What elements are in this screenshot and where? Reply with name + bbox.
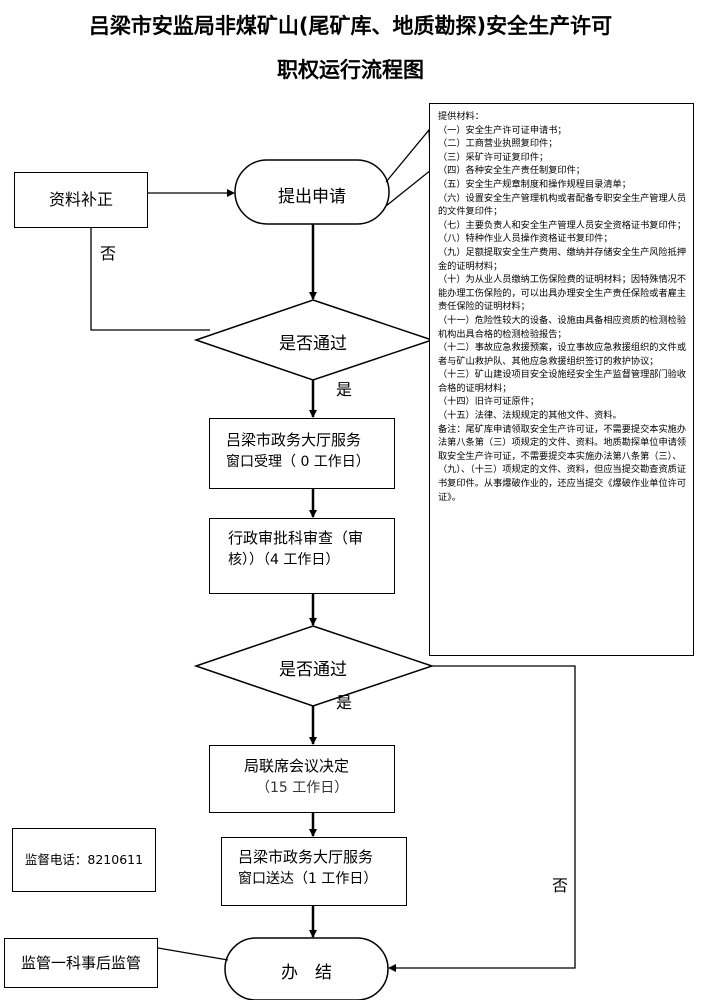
window-deliver-line1: 吕梁市政务大厅服务 — [238, 848, 374, 866]
window-deliver-line2: 窗口送达（1 工作日） — [238, 871, 378, 887]
no-label-2: 否 — [551, 876, 568, 895]
supervise-box: 监管一科事后监管 — [4, 938, 158, 988]
check1-label: 是否通过 — [279, 334, 347, 354]
review-line1: 行政审批科审查（审 — [228, 529, 364, 547]
materials-item: （十三）矿山建设项目安全设施经安全生产监督管理部门验收合格的证明材料； — [438, 369, 687, 394]
edge-check2-no — [388, 665, 576, 972]
meeting-box: 局联席会议决定 （15 工作日） — [209, 745, 395, 813]
materials-item: （十）为从业人员缴纳工伤保险费的证明材料；因特殊情况不能办理工伤保险的，可以出具… — [438, 274, 687, 313]
materials-panel: 提供材料： （一）安全生产许可证申请书； （二）工商营业执照复印件； （三）采矿… — [429, 103, 694, 656]
materials-item: （三）采矿许可证复印件； — [438, 151, 549, 163]
meeting-line2: （15 工作日） — [256, 780, 349, 796]
window-accept-line1: 吕梁市政务大厅服务 — [226, 431, 362, 449]
materials-item: （八）特种作业人员操作资格证书复印件； — [438, 233, 613, 245]
no-label-1: 否 — [99, 244, 116, 263]
supplement-box: 资料补正 — [14, 172, 148, 228]
edge-finish-supervise — [157, 947, 229, 961]
review-line2: 核））（4 工作日） — [228, 552, 340, 568]
materials-item: （二）工商营业执照复印件； — [438, 138, 558, 150]
review-box: 行政审批科审查（审 核））（4 工作日） — [209, 518, 395, 594]
materials-item: （四）各种安全生产责任制复印件； — [438, 165, 585, 177]
phone-label: 监督电话：8210611 — [24, 852, 144, 867]
materials-item: （六）设置安全生产管理机构或者配备专职安全生产管理人员的文件复印件； — [438, 192, 687, 218]
materials-item: 提供材料： — [438, 111, 484, 122]
window-accept-line2: 窗口受理（ 0 工作日） — [226, 454, 370, 470]
materials-item: （九）足额提取安全生产费用、缴纳并存储安全生产风险抵押金的证明材料； — [438, 246, 687, 272]
materials-callout — [385, 128, 432, 207]
materials-item: （十二）事故应急救援预案，设立事故应急救援组织的文件或者与矿山救护队、其他应急救… — [438, 342, 687, 367]
edge-check1-no — [90, 228, 210, 331]
meeting-line1: 局联席会议决定 — [244, 757, 350, 775]
finish-label: 办 结 — [281, 963, 332, 983]
supplement-label: 资料补正 — [48, 190, 113, 209]
materials-item: （十一）危险性较大的设备、设施由具备相应资质的检测检验机构出具合格的检测检验报告… — [438, 314, 687, 340]
materials-item: （七）主要负责人和安全生产管理人员安全资格证书复印件； — [438, 219, 687, 231]
materials-item: （五）安全生产规章制度和操作规程目录清单； — [438, 178, 631, 190]
check2-label: 是否通过 — [279, 660, 347, 680]
title-line-1: 吕梁市安监局非煤矿山(尾矿库、地质勘探)安全生产许可 — [88, 14, 613, 38]
phone-box: 监督电话：8210611 — [12, 828, 156, 892]
yes-label-2: 是 — [335, 693, 352, 712]
supervise-label: 监管一科事后监管 — [20, 954, 141, 972]
window-deliver-box: 吕梁市政务大厅服务 窗口送达（1 工作日） — [221, 837, 407, 906]
materials-item: 备注：尾矿库申请领取安全生产许可证，不需要提交本实施办法第八条第（三）项规定的文… — [438, 423, 687, 503]
materials-item: （十五）法律、法规规定的其他文件、资料。 — [438, 410, 622, 422]
yes-label-1: 是 — [335, 380, 352, 399]
apply-label: 提出申请 — [278, 187, 346, 207]
materials-item: （十四）旧许可证原件； — [438, 396, 540, 408]
window-accept-box: 吕梁市政务大厅服务 窗口受理（ 0 工作日） — [209, 418, 395, 489]
materials-item: （一）安全生产许可证申请书； — [438, 124, 567, 136]
title-line-2: 职权运行流程图 — [277, 58, 424, 82]
